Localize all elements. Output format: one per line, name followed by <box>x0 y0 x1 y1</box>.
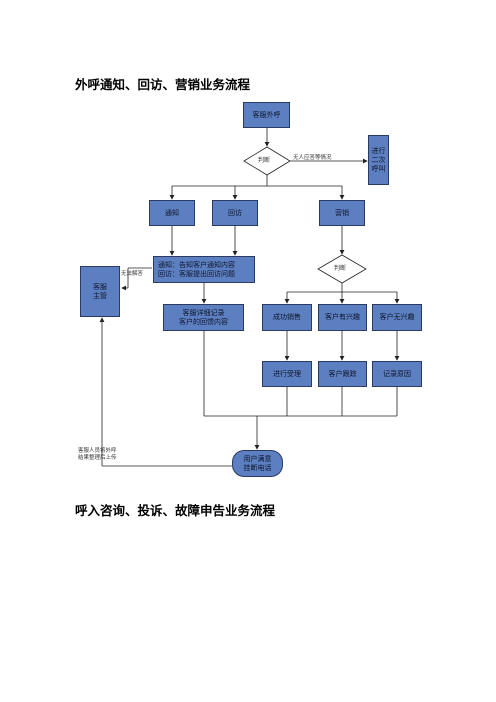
node-retry-call: 进行 二次 呼叫 <box>368 135 389 185</box>
label-no-answer: 无人应答等情况 <box>293 155 332 161</box>
node-track: 客户跟踪 <box>318 361 367 387</box>
decision-diamond-2 <box>317 254 367 284</box>
title-outbound-flow: 外呼通知、回访、营销业务流程 <box>75 77 251 92</box>
node-notify: 通知 <box>149 200 195 226</box>
title-inbound-flow: 呼入咨询、投诉、故障申告业务流程 <box>75 503 276 518</box>
node-end-hangup: 用户满意 挂断电话 <box>232 450 283 477</box>
node-marketing: 营销 <box>319 200 365 226</box>
decision-diamond-1 <box>243 146 291 176</box>
node-judge-1: 判断 <box>258 157 271 164</box>
node-interested: 客户有兴趣 <box>318 304 367 331</box>
node-log-reason: 记录原因 <box>372 361 422 387</box>
node-start-outbound: 客服外呼 <box>243 102 290 128</box>
node-record-feedback: 客服详细记录 客户的回馈内容 <box>163 304 244 331</box>
node-notify-content: 通知：告知客户通知内容 回访：客服提出回访问题 <box>153 256 255 283</box>
node-handle: 进行受理 <box>262 361 312 387</box>
node-not-interested: 客户无兴趣 <box>372 304 422 331</box>
node-supervisor: 客服 主管 <box>80 266 120 317</box>
label-upload-note: 客服人员将外呼 结果整理后上传 <box>78 448 117 461</box>
label-cannot-answer: 无法解答 <box>121 271 144 277</box>
node-revisit: 回访 <box>212 200 258 226</box>
node-judge-2: 判断 <box>334 265 347 272</box>
node-success-sale: 成功销售 <box>262 304 312 331</box>
